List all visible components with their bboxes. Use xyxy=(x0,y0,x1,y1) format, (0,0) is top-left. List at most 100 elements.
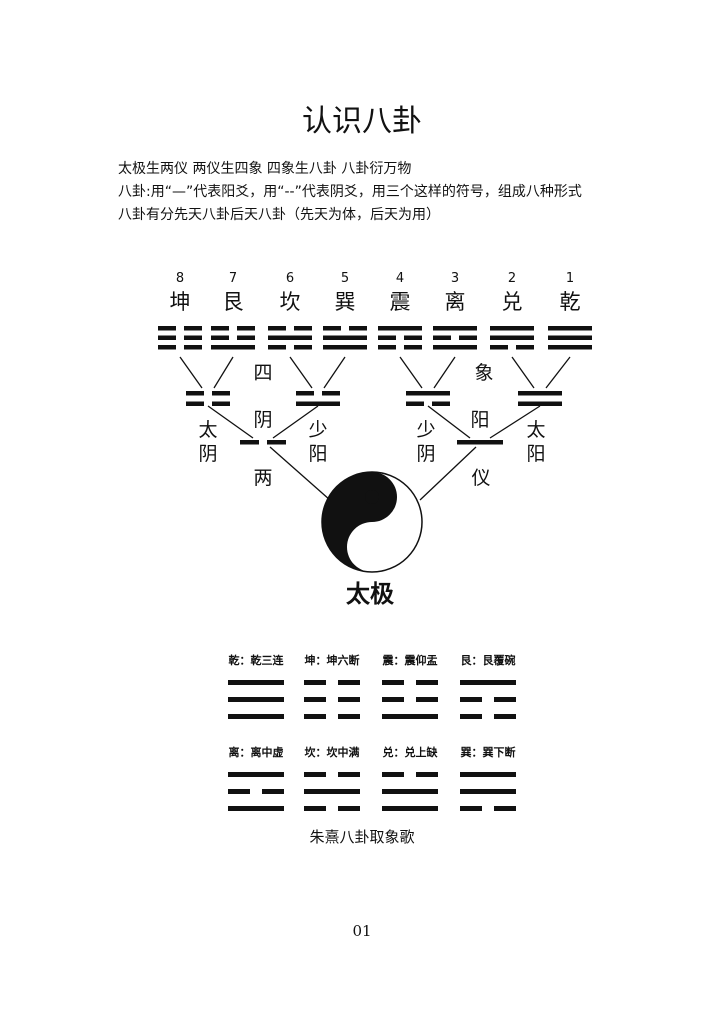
two-mode-label-1: 阳 xyxy=(470,409,489,431)
taiji-yin-yang-icon xyxy=(321,471,423,573)
four-image-0-yin-line-right xyxy=(212,401,230,406)
trigram-symbol-8 xyxy=(158,326,202,350)
connector-to-taiji-left xyxy=(269,446,331,501)
mnemonic-trigram-4 xyxy=(228,772,284,811)
mnemonic-label-5: 坎：坎中满 xyxy=(305,745,360,759)
mnemonic-4-yang-line xyxy=(228,772,284,777)
page-number: 01 xyxy=(352,922,372,940)
mnemonic-trigram-3 xyxy=(460,680,516,719)
trigram-3-yin-line-left xyxy=(433,335,451,340)
mnemonic-label-3: 艮：艮覆碗 xyxy=(461,653,516,667)
mnemonic-3-yin-line-left xyxy=(460,714,482,719)
mnemonic-7-yin-line-left xyxy=(460,806,482,811)
connector-to-image-1-left xyxy=(289,356,313,389)
two-mode-0-yin-line-left xyxy=(240,440,259,445)
trigram-1-yang-line xyxy=(548,345,592,350)
four-image-0-yin-line-right xyxy=(212,391,230,396)
two-mode-symbol-0 xyxy=(240,440,286,445)
mnemonic-trigram-0 xyxy=(228,680,284,719)
label-taiji: 太极 xyxy=(346,580,394,608)
mnemonic-1-yin-line-right xyxy=(338,680,360,685)
trigram-6-yin-line-left xyxy=(268,326,286,331)
four-image-name-0-top: 太 xyxy=(198,419,217,441)
mnemonic-trigram-2 xyxy=(382,680,438,719)
trigram-4-yin-line-left xyxy=(378,345,396,350)
trigram-number-8: 8 xyxy=(176,271,184,286)
trigram-symbol-4 xyxy=(378,326,422,350)
mnemonic-6-yang-line xyxy=(382,806,438,811)
trigram-5-yin-line-left xyxy=(323,326,341,331)
label-xiang: 象 xyxy=(474,362,493,384)
trigram-8-yin-line-left xyxy=(158,326,176,331)
trigram-6-yin-line-left xyxy=(268,345,286,350)
trigram-symbol-7 xyxy=(211,326,255,350)
mnemonic-5-yin-line-left xyxy=(304,772,326,777)
trigram-name-5: 巽 xyxy=(335,290,356,314)
trigram-4-yang-line xyxy=(378,326,422,331)
mnemonic-5-yin-line-left xyxy=(304,806,326,811)
trigram-number-2: 2 xyxy=(508,271,516,286)
mnemonic-label-4: 离：离中虚 xyxy=(229,745,284,759)
mnemonic-trigram-5 xyxy=(304,772,360,811)
four-image-1-yin-line-right xyxy=(322,391,340,396)
trigram-4-yin-line-right xyxy=(404,335,422,340)
mnemonic-5-yin-line-right xyxy=(338,772,360,777)
intro-line-1: 太极生两仪 两仪生四象 四象生八卦 八卦衍万物 xyxy=(118,161,412,177)
label-liang: 两 xyxy=(253,467,272,489)
intro-line-2: 八卦:用“—”代表阳爻，用“--”代表阴爻，用三个这样的符号，组成八种形式 xyxy=(118,184,582,200)
connector-to-image-3-left xyxy=(511,356,535,389)
trigram-7-yang-line xyxy=(211,345,255,350)
four-image-name-0-bottom: 阴 xyxy=(198,443,217,465)
connector-to-image-1-right xyxy=(323,356,346,389)
mnemonic-1-yin-line-left xyxy=(304,680,326,685)
four-image-2-yin-line-left xyxy=(406,401,424,406)
trigram-symbol-5 xyxy=(323,326,367,350)
mnemonic-6-yin-line-left xyxy=(382,772,404,777)
trigram-number-1: 1 xyxy=(566,271,574,286)
trigram-1-yang-line xyxy=(548,326,592,331)
table-caption: 朱熹八卦取象歌 xyxy=(309,828,415,846)
trigram-5-yang-line xyxy=(323,345,367,350)
mnemonic-label-2: 震：震仰盂 xyxy=(382,653,438,667)
trigram-8-yin-line-right xyxy=(184,335,202,340)
trigram-2-yang-line xyxy=(490,335,534,340)
trigram-name-4: 震 xyxy=(390,290,411,314)
mnemonic-2-yin-line-left xyxy=(382,680,404,685)
four-image-1-yang-line xyxy=(296,401,340,406)
mnemonic-2-yang-line xyxy=(382,714,438,719)
mnemonic-7-yang-line xyxy=(460,772,516,777)
four-image-name-3-top: 太 xyxy=(526,419,545,441)
four-image-2-yang-line xyxy=(406,391,450,396)
mnemonic-trigram-1 xyxy=(304,680,360,719)
taiji-outline xyxy=(321,471,423,573)
trigram-7-yin-line-left xyxy=(211,326,229,331)
four-image-0-yin-line-left xyxy=(186,391,204,396)
connector-to-taiji-right xyxy=(419,446,477,501)
trigram-name-3: 离 xyxy=(445,290,466,314)
taiji-light-dot xyxy=(365,540,379,554)
trigram-name-2: 兑 xyxy=(502,290,523,314)
mnemonic-trigram-7 xyxy=(460,772,516,811)
label-si: 四 xyxy=(253,362,272,384)
four-image-symbol-1 xyxy=(296,391,340,406)
mnemonic-4-yang-line xyxy=(228,806,284,811)
trigram-7-yin-line-right xyxy=(237,326,255,331)
trigram-mnemonic-table: 乾：乾三连坤：坤六断震：震仰盂艮：艮覆碗离：离中虚坎：坎中满兑：兑上缺巽：巽下断 xyxy=(228,653,516,811)
trigram-1-yang-line xyxy=(548,335,592,340)
trigram-7-yin-line-right xyxy=(237,335,255,340)
mnemonic-4-yin-line-left xyxy=(228,789,250,794)
mnemonic-0-yang-line xyxy=(228,714,284,719)
four-image-1-yin-line-left xyxy=(296,391,314,396)
taiji-dark-dot xyxy=(365,490,379,504)
trigram-6-yin-line-right xyxy=(294,345,312,350)
four-image-name-1-bottom: 阳 xyxy=(308,443,327,465)
trigram-4-yin-line-left xyxy=(378,335,396,340)
page-title: 认识八卦 xyxy=(302,104,422,139)
trigram-number-6: 6 xyxy=(286,271,294,286)
four-image-symbol-3 xyxy=(518,391,562,406)
four-image-name-2-top: 少 xyxy=(416,419,435,441)
trigram-name-1: 乾 xyxy=(560,290,581,314)
mnemonic-5-yang-line xyxy=(304,789,360,794)
mnemonic-trigram-6 xyxy=(382,772,438,811)
trigram-3-yin-line-right xyxy=(459,335,477,340)
